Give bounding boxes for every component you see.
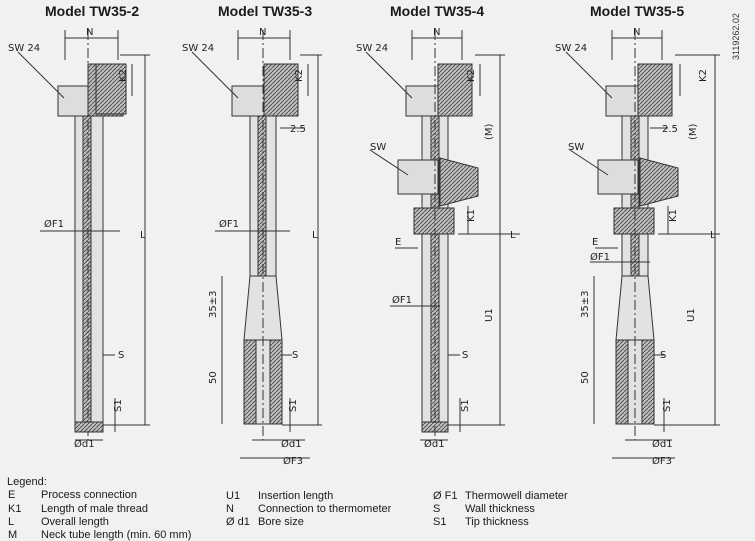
label-k1: K1 xyxy=(668,209,679,222)
legend-code: M xyxy=(8,529,18,541)
labels-tw35-3: N SW 24 K2 2.5 L ØF1 35±3 50 S S1 Ød1 ØF… xyxy=(182,27,318,467)
label-sw24: SW 24 xyxy=(8,43,40,54)
legend-code: Ø d1 xyxy=(226,516,250,528)
label-m: (M) xyxy=(688,123,699,140)
label-l: L xyxy=(312,230,318,241)
label-e: E xyxy=(592,237,598,248)
legend-text: Tip thickness xyxy=(465,516,529,528)
labels-tw35-2: N SW 24 K2 L ØF1 S S1 Ød1 xyxy=(8,27,146,450)
legend-code: Ø F1 xyxy=(433,490,458,502)
label-f1: ØF1 xyxy=(219,218,239,230)
label-s: S xyxy=(118,350,124,361)
label-n: N xyxy=(633,27,640,38)
drawing-tw35-5 xyxy=(565,30,720,459)
label-50: 50 xyxy=(208,371,219,384)
label-50: 50 xyxy=(580,371,591,384)
label-u1: U1 xyxy=(686,308,697,322)
legend-title: Legend: xyxy=(7,476,47,488)
label-sw24: SW 24 xyxy=(182,43,214,54)
legend-code: S1 xyxy=(433,516,447,528)
label-s: S xyxy=(462,350,468,361)
legend-code: U1 xyxy=(226,490,241,502)
model-title-tw35-2: Model TW35-2 xyxy=(45,3,140,19)
labels-tw35-5: N SW 24 SW K2 2.5 (M) K1 L E ØF1 35±3 U1… xyxy=(555,27,716,467)
legend-code: K1 xyxy=(8,503,22,515)
label-s: S xyxy=(292,350,298,361)
label-u1: U1 xyxy=(484,308,495,322)
legend-text: Thermowell diameter xyxy=(465,490,568,502)
label-35: 35±3 xyxy=(208,291,219,318)
label-f3: ØF3 xyxy=(283,455,303,467)
legend-code: N xyxy=(226,503,234,515)
legend-code: L xyxy=(8,516,15,528)
label-k2: K2 xyxy=(698,69,709,82)
label-f1: ØF1 xyxy=(392,294,412,306)
label-n: N xyxy=(86,27,93,38)
label-s1: S1 xyxy=(662,399,673,412)
drawing-tw35-4 xyxy=(365,30,520,441)
label-35: 35±3 xyxy=(580,291,591,318)
model-title-tw35-4: Model TW35-4 xyxy=(390,3,485,19)
label-n: N xyxy=(259,27,266,38)
legend-text: Process connection xyxy=(41,489,137,501)
label-s: S xyxy=(660,350,666,361)
label-d1: Ød1 xyxy=(424,438,445,450)
label-f1: ØF1 xyxy=(44,218,64,230)
label-k2: K2 xyxy=(466,69,477,82)
legend-text: Wall thickness xyxy=(465,503,535,515)
label-m: (M) xyxy=(484,123,495,140)
label-2-5: 2.5 xyxy=(662,124,678,135)
label-d1: Ød1 xyxy=(74,438,95,450)
label-e: E xyxy=(395,237,401,248)
label-sw: SW xyxy=(370,142,386,153)
legend-code: S xyxy=(433,503,441,515)
label-d1: Ød1 xyxy=(652,438,673,450)
legend-text: Length of male thread xyxy=(41,503,149,515)
drawing-tw35-2 xyxy=(17,30,150,441)
label-s1: S1 xyxy=(460,399,471,412)
label-f1: ØF1 xyxy=(590,251,610,263)
label-k1: K1 xyxy=(466,209,477,222)
model-title-tw35-5: Model TW35-5 xyxy=(590,3,685,19)
label-sw24: SW 24 xyxy=(555,43,587,54)
legend-text: Overall length xyxy=(41,516,109,528)
label-n: N xyxy=(433,27,440,38)
label-d1: Ød1 xyxy=(281,438,302,450)
model-title-tw35-3: Model TW35-3 xyxy=(218,3,313,19)
label-sw: SW xyxy=(568,142,584,153)
legend-code: E xyxy=(8,489,16,501)
label-l: L xyxy=(710,230,716,241)
legend-text: Neck tube length (min. 60 mm) xyxy=(41,529,192,541)
label-f3: ØF3 xyxy=(652,455,672,467)
legend-text: Connection to thermometer xyxy=(258,503,392,515)
label-2-5: 2.5 xyxy=(290,124,306,135)
label-sw24: SW 24 xyxy=(356,43,388,54)
label-l: L xyxy=(510,230,516,241)
label-s1: S1 xyxy=(288,399,299,412)
label-k2: K2 xyxy=(118,69,129,82)
labels-tw35-4: N SW 24 SW K2 (M) K1 L E ØF1 U1 S S1 Ød1 xyxy=(356,27,516,450)
label-k2: K2 xyxy=(294,69,305,82)
legend-text: Insertion length xyxy=(258,490,334,502)
label-l: L xyxy=(140,230,146,241)
label-s1: S1 xyxy=(113,399,124,412)
legend-text: Bore size xyxy=(258,516,304,528)
drawing-tw35-3 xyxy=(191,30,322,459)
